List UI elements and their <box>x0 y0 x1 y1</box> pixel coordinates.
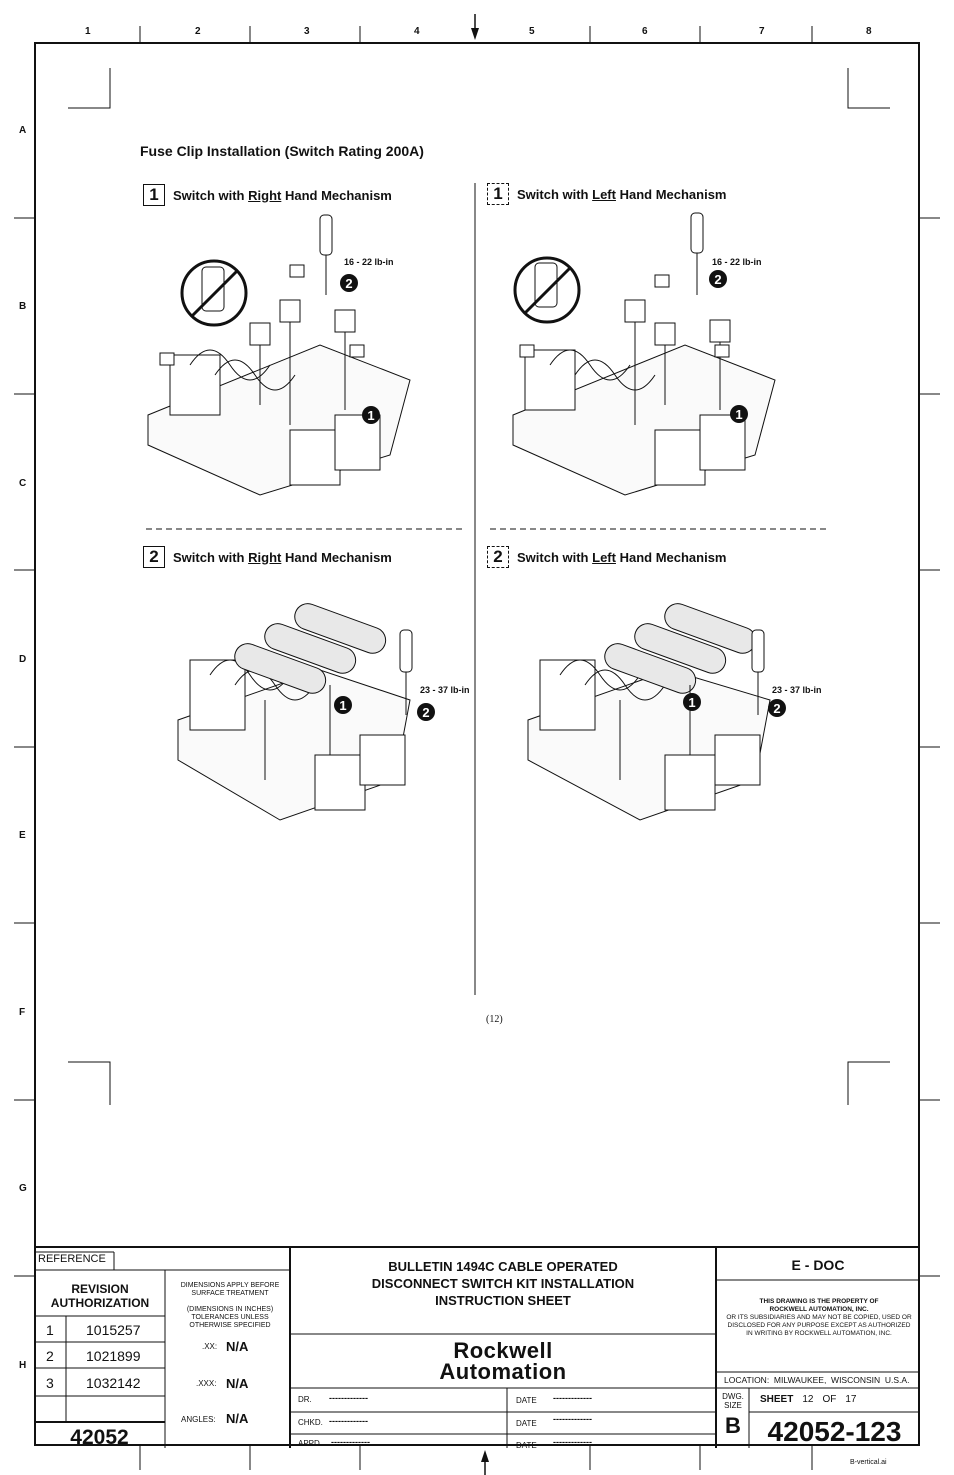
torque-label: 16 - 22 lb-in <box>344 257 394 267</box>
dimension-note: DIMENSIONS APPLY BEFORE SURFACE TREATMEN… <box>180 1282 280 1297</box>
file-name: B-vertical.ai <box>850 1459 887 1466</box>
torque-label: 23 - 37 lb-in <box>420 685 470 695</box>
title-block-grid <box>34 1248 920 1448</box>
panel-2-right-header: 2 Switch with Right Hand Mechanism <box>143 546 392 568</box>
drawn-label: DR. <box>298 1395 312 1404</box>
checked-label: CHKD. <box>298 1418 323 1427</box>
angles-label: ANGLES: <box>181 1415 216 1424</box>
approved-value: ------------- <box>331 1437 370 1447</box>
date-label: DATE <box>516 1396 537 1405</box>
title-block: REFERENCE REVISION AUTHORIZATION 1 10152… <box>34 1246 920 1450</box>
location: LOCATION: MILWAUKEE, WISCONSIN U.S.A. <box>724 1375 910 1385</box>
zone-col-8: 8 <box>866 26 872 37</box>
zone-col-3: 3 <box>304 26 310 37</box>
panel-label: Switch with Left Hand Mechanism <box>517 549 727 565</box>
edoc-label: E - DOC <box>791 1257 845 1273</box>
step-badge: 2 <box>143 546 165 568</box>
step-badge: 1 <box>143 184 165 206</box>
switch-illustration-2-left <box>527 603 771 821</box>
rev-2: 2 <box>46 1348 54 1364</box>
checked-value: ------------- <box>329 1416 368 1426</box>
zone-col-6: 6 <box>642 26 648 37</box>
angles-value: N/A <box>226 1411 249 1426</box>
rev-3-number: 1032142 <box>86 1375 141 1391</box>
zone-row-h: H <box>19 1360 27 1371</box>
rev-1-number: 1015257 <box>86 1322 141 1338</box>
step-badge: 2 <box>487 546 509 568</box>
zone-col-5: 5 <box>529 26 535 37</box>
dwg-size: B <box>725 1413 741 1438</box>
zone-row-a: A <box>19 125 27 136</box>
drawn-value: ------------- <box>329 1393 368 1403</box>
zone-col-2: 2 <box>195 26 201 37</box>
tol-xx-value: N/A <box>226 1339 249 1354</box>
switch-illustration-1-right <box>147 214 411 496</box>
drawing-number: 42052-123 <box>767 1416 902 1447</box>
page-number: (12) <box>486 1014 503 1025</box>
switch-illustration-2-right <box>177 603 413 821</box>
date-value: ------------- <box>553 1393 592 1403</box>
document-title: BULLETIN 1494C CABLE OPERATED DISCONNECT… <box>371 1259 635 1308</box>
sheet-info: SHEET 12 OF 17 <box>760 1394 857 1405</box>
panel-label: Switch with Right Hand Mechanism <box>173 187 392 203</box>
date-value: ------------- <box>553 1437 592 1447</box>
zone-col-1: 1 <box>85 26 91 37</box>
tol-xxx-value: N/A <box>226 1376 249 1391</box>
date-label: DATE <box>516 1419 537 1428</box>
drawing-frame <box>34 42 920 1446</box>
panel-label: Switch with Left Hand Mechanism <box>517 186 727 202</box>
panel-1-left-header: 1 Switch with Left Hand Mechanism <box>487 183 727 205</box>
rev-3: 3 <box>46 1375 54 1391</box>
company-logo: Rockwell Automation <box>439 1338 567 1384</box>
rev-2-number: 1021899 <box>86 1348 141 1364</box>
reference-label: REFERENCE <box>38 1253 106 1265</box>
tol-xxx-label: .XXX: <box>196 1379 217 1388</box>
zone-row-d: D <box>19 654 27 665</box>
zone-row-c: C <box>19 478 27 489</box>
tol-xx-label: .XX: <box>202 1342 218 1351</box>
torque-label: 16 - 22 lb-in <box>712 257 762 267</box>
rev-1: 1 <box>46 1322 54 1338</box>
zone-col-7: 7 <box>759 26 765 37</box>
zone-row-b: B <box>19 301 27 312</box>
switch-illustration-1-left <box>512 212 776 496</box>
panel-1-right-header: 1 Switch with Right Hand Mechanism <box>143 184 392 206</box>
zone-col-4: 4 <box>414 26 420 37</box>
panel-2-left-header: 2 Switch with Left Hand Mechanism <box>487 546 727 568</box>
panel-label: Switch with Right Hand Mechanism <box>173 549 392 565</box>
property-notice: THIS DRAWING IS THE PROPERTY OF ROCKWELL… <box>726 1298 912 1337</box>
revision-authorization-label: REVISION AUTHORIZATION <box>50 1282 150 1310</box>
date-value: ------------- <box>553 1414 592 1424</box>
zone-row-f: F <box>19 1007 26 1018</box>
tolerance-note: (DIMENSIONS IN INCHES) TOLERANCES UNLESS… <box>186 1306 274 1329</box>
zone-row-e: E <box>19 830 26 841</box>
torque-label: 23 - 37 lb-in <box>772 685 822 695</box>
base-number: 42052 <box>70 1426 129 1449</box>
approved-label: APPD. <box>298 1439 323 1448</box>
zone-row-g: G <box>19 1183 27 1194</box>
dwg-size-label: DWG. SIZE <box>722 1392 744 1410</box>
page-title: Fuse Clip Installation (Switch Rating 20… <box>140 143 424 159</box>
step-badge: 1 <box>487 183 509 205</box>
date-label: DATE <box>516 1441 537 1450</box>
